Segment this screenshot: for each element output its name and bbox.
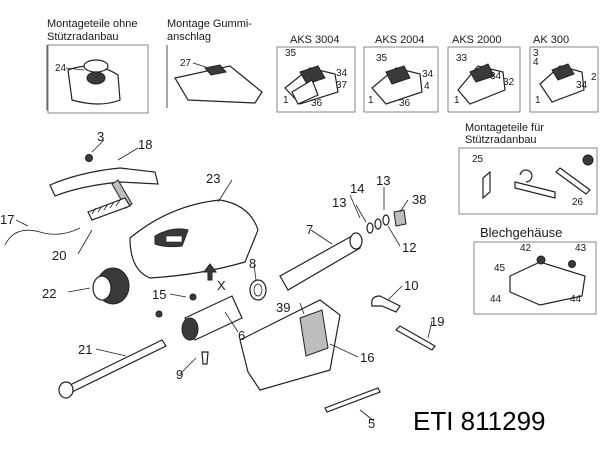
ak300-callout-3: 3 (533, 48, 539, 59)
aks2000-callout-32: 32 (503, 77, 515, 88)
callout-5: 5 (368, 416, 375, 431)
main-assembly: 3 18 23 17 20 22 15 6 8 X 14 13 13 38 12… (0, 129, 444, 431)
callout-10: 10 (404, 278, 418, 293)
callout-21: 21 (78, 342, 92, 357)
aks2000-callout-34: 34 (490, 71, 502, 82)
draw-tube-drawing (279, 235, 361, 291)
ak300-title: AK 300 (533, 34, 569, 46)
callout-24: 24 (55, 63, 67, 74)
inset-gummi-line2: anschlag (167, 31, 211, 43)
callout-13-right: 13 (376, 173, 390, 188)
blech-callout-43: 43 (575, 243, 587, 254)
inset-blechgehaeuse: Blechgehäuse 42 43 45 44 44 (473, 225, 597, 315)
callout-19: 19 (430, 314, 444, 329)
blech-title: Blechgehäuse (480, 225, 562, 240)
ak300-callout-2: 2 (591, 72, 597, 83)
spring-drawing (87, 197, 131, 221)
aks3004-callout-36: 36 (311, 98, 323, 109)
stuetz-callout-26: 26 (572, 197, 584, 208)
callout-22: 22 (42, 286, 56, 301)
inset-aks3004: AKS 3004 35 34 37 1 36 (276, 34, 356, 113)
coupling-housing-drawing (129, 199, 259, 279)
handbrake-lever-drawing (49, 167, 159, 197)
callout-3: 3 (97, 129, 104, 144)
blech-callout-44-right: 44 (570, 294, 582, 305)
callout-13-left: 13 (332, 195, 346, 210)
callout-x: X (217, 278, 226, 293)
aks3004-callout-34: 34 (336, 68, 348, 79)
inset-title-line1: Montageteile ohne (47, 18, 138, 30)
aks2004-callout-4: 4 (424, 81, 430, 92)
aks3004-callout-1: 1 (283, 95, 289, 106)
blech-callout-42: 42 (520, 243, 532, 254)
ak300-callout-1: 1 (535, 95, 541, 106)
callout-39: 39 (276, 300, 290, 315)
aks3004-title: AKS 3004 (290, 34, 340, 46)
stuetz-title-line1: Montageteile für (465, 122, 544, 134)
inset-aks2004: AKS 2004 35 34 4 1 36 (363, 34, 439, 113)
callout-38: 38 (412, 192, 426, 207)
callout-18: 18 (138, 137, 152, 152)
callout-15: 15 (152, 287, 166, 302)
aks2000-callout-1: 1 (454, 95, 460, 106)
reference-number: ETI 811299 (413, 406, 546, 436)
inset-title-line2: Stützradanbau (47, 31, 119, 43)
aks2004-title: AKS 2004 (375, 34, 425, 46)
aks2000-callout-33: 33 (456, 53, 468, 64)
aks2004-callout-35: 35 (376, 53, 388, 64)
inset-montageteile-ohne: Montageteile ohne Stützradanbau 24 (46, 18, 149, 114)
callout-8: 8 (249, 256, 256, 271)
inset-gummi-line1: Montage Gummi- (167, 18, 252, 30)
inset-ak300: AK 300 3 4 34 2 1 (529, 34, 599, 113)
callout-14: 14 (350, 181, 364, 196)
aks3004-callout-35: 35 (285, 48, 297, 59)
callout-17: 17 (0, 212, 14, 227)
aks3004-callout-37: 37 (336, 80, 348, 91)
inset-aks2000: AKS 2000 33 34 32 1 (447, 34, 521, 113)
callout-12: 12 (402, 240, 416, 255)
stuetz-title-line2: Stützradanbau (465, 134, 537, 146)
inset-gummianschlag: Montage Gummi- anschlag 27 (166, 18, 263, 108)
aks2004-callout-1: 1 (368, 95, 374, 106)
ak300-callout-4: 4 (533, 57, 539, 68)
stuetz-callout-25: 25 (472, 154, 484, 165)
callout-9: 9 (176, 367, 183, 382)
blech-callout-44-left: 44 (490, 294, 502, 305)
aks2004-callout-34: 34 (422, 69, 434, 80)
callout-20: 20 (52, 248, 66, 263)
inset-stuetzradanbau: Montageteile für Stützradanbau 25 26 (458, 122, 598, 215)
callout-7: 7 (306, 222, 313, 237)
callout-16: 16 (360, 350, 374, 365)
blech-callout-45: 45 (494, 263, 506, 274)
callout-27: 27 (180, 58, 192, 69)
aks2004-callout-36: 36 (399, 98, 411, 109)
callout-6: 6 (238, 328, 245, 343)
aks2000-title: AKS 2000 (452, 34, 502, 46)
ak300-callout-34: 34 (576, 80, 588, 91)
callout-23: 23 (206, 171, 220, 186)
